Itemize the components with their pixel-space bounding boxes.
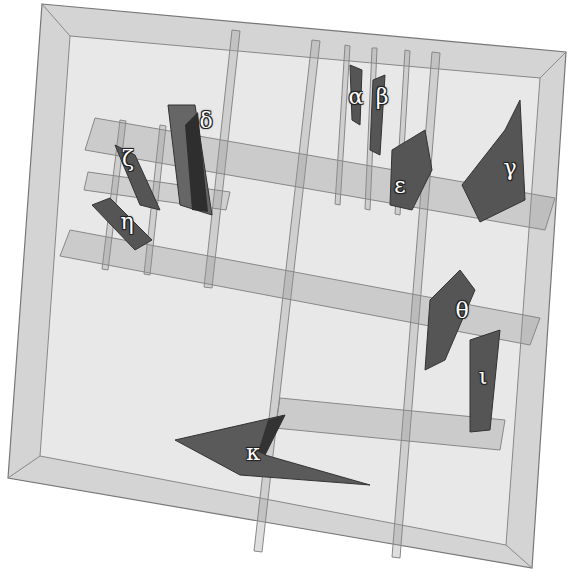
object-letter: κ: [246, 442, 260, 464]
object-letter: η: [120, 211, 133, 233]
object-letter: ζ: [122, 148, 134, 170]
object-letter: θ: [455, 300, 468, 322]
object-letter: δ: [199, 110, 212, 132]
object-letter: α: [349, 86, 364, 108]
object-letter: ι: [479, 366, 488, 388]
object-letter: γ: [503, 157, 516, 179]
object-letter: ε: [394, 175, 405, 197]
object-letter: β: [376, 86, 389, 108]
